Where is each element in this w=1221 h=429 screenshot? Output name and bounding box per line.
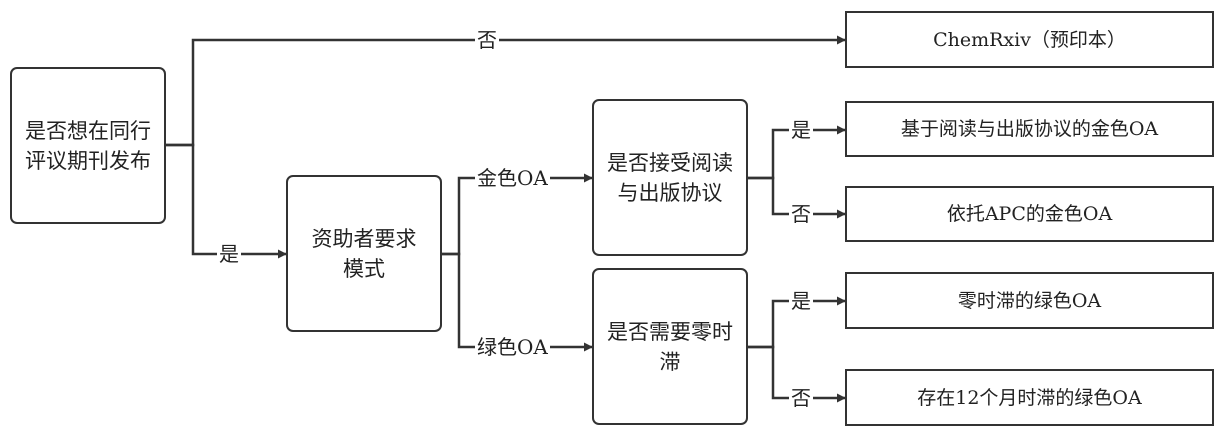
label-yes-green: 是 (789, 289, 813, 313)
label-yes-root: 是 (217, 242, 241, 266)
edge-root-funder (166, 143, 287, 259)
label-gold-oa: 金色OA (475, 166, 550, 190)
label-green-oa: 绿色OA (475, 335, 550, 359)
node-gold-question: 是否接受阅读与出版协议 (592, 99, 748, 256)
label-yes-gold: 是 (789, 118, 813, 142)
label-no-gold: 否 (789, 202, 813, 226)
node-green-question: 是否需要零时滞 (592, 268, 748, 425)
node-green-12: 存在12个月时滞的绿色OA (845, 369, 1214, 426)
node-gold-apc: 依托APC的金色OA (845, 186, 1214, 242)
edge-funder-green (442, 252, 593, 352)
node-chemrxiv: ChemRxiv（预印本） (845, 11, 1214, 68)
label-no-green: 否 (789, 386, 813, 410)
node-root-question: 是否想在同行评议期刊发布 (10, 67, 166, 224)
node-gold-ra: 基于阅读与出版协议的金色OA (845, 101, 1214, 157)
label-no-top: 否 (475, 28, 499, 52)
node-green-zero: 零时滞的绿色OA (845, 272, 1214, 329)
node-funder-mode: 资助者要求模式 (286, 175, 442, 332)
